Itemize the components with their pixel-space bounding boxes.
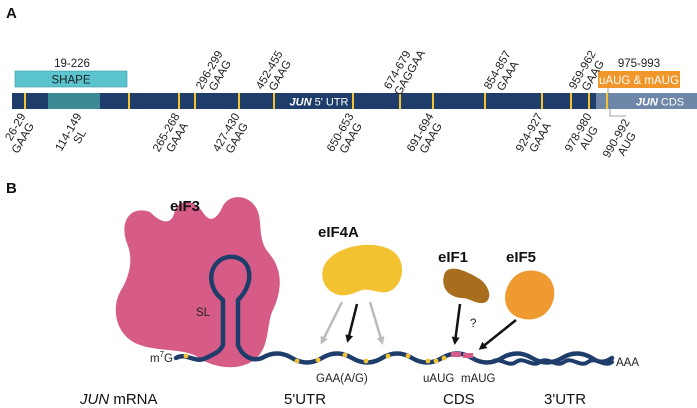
motif-tick [588,93,590,109]
site-label: 26-29GAAG [0,112,39,156]
motif-tick [273,93,275,109]
motif-dot [183,353,189,359]
eif5-label: eIF5 [506,249,536,266]
arrow-black-center [345,303,359,343]
motif-dot [405,353,411,359]
site-label: 691-694GAAG [405,111,447,160]
eif1-arrow [451,303,462,345]
motif-tick [541,93,543,109]
eif3-shape [115,197,280,368]
site-label: 924-927GAAA [514,112,556,161]
uaug-maug-box [598,71,680,88]
motif-dot [433,358,439,364]
stem-loop-region [48,93,100,109]
motif-tick [128,93,130,109]
motif-tick [178,93,180,109]
mrna-strand [173,254,615,365]
arrow-gray-left [320,301,344,345]
site-label: 650-653GAAG [325,112,367,161]
motif-tick [432,93,434,109]
uaug-maug-label: uAUG & mAUG [599,75,679,87]
site-label: 674-679GAGGAA [382,42,428,97]
eif1-shape [443,268,490,304]
eif1-label: eIF1 [438,249,468,266]
uaug-range: 975-993 [618,58,660,70]
utr-label: JUN 5' UTR [290,97,349,109]
motif-tick [238,93,240,109]
motif-dot [294,358,300,364]
motif-tick [352,93,354,109]
eif4a-label: eIF4A [318,224,359,241]
motif-dot [385,353,391,359]
poly-a-tail [490,358,614,366]
eif5-shape [505,270,555,320]
site-label: 296-299GAAG [194,49,236,98]
utr3-label: 3'UTR [544,391,586,408]
site-label: 990-992AUG [601,118,643,167]
site-label: 452-455GAAG [254,49,296,98]
motif-dot [342,352,348,358]
cap-label: m7G [150,350,173,365]
cds-bracket [607,88,626,117]
eif4a-arrows [320,301,385,345]
top-site-labels: 296-299GAAG 452-455GAAG 674-679GAGGAA 85… [194,42,607,98]
motif-tick [399,93,401,109]
utr-bar [12,93,697,109]
motif-dot [425,358,431,364]
maug-mark [463,353,473,358]
uaug-label: uAUG [423,373,454,385]
motif-tick [24,93,26,109]
question-mark: ? [470,318,476,330]
motif-dots [183,352,447,364]
motif-dot [363,358,369,364]
cds-region [596,93,697,109]
shape-box [14,70,128,88]
eif3-label: eIF3 [170,198,200,215]
cds-label: JUN CDS [636,97,684,109]
eif4a-shape [322,244,403,296]
site-label: 427-430GAAG [211,112,253,161]
panel-b-label: B [6,180,17,197]
poly-a-label: AAA [616,357,639,369]
arrow-gray-right [368,301,385,345]
shape-label: SHAPE [52,75,91,87]
site-label: 114-149SL [54,112,95,160]
site-label: 854-857GAAA [482,49,524,98]
panel-a-label: A [6,5,17,22]
motif-dot [441,355,447,361]
motif-ticks [24,93,608,109]
motif-tick [606,93,608,109]
shape-range: 19-226 [54,58,90,70]
stem-loop-label: SL [196,307,211,319]
gaa-motif-label: GAA(A/G) [316,373,368,385]
maug-label: mAUG [461,373,496,385]
site-label: 978-980AUG [563,112,605,161]
motif-tick [194,93,196,109]
motif-tick [484,93,486,109]
site-label: 265-268GAAA [151,112,193,161]
jun-mrna-label: JUN mRNA [79,391,158,408]
motif-tick [570,93,572,109]
eif5-arrow [478,319,517,350]
utr5-label: 5'UTR [284,391,326,408]
uaug-mark [451,352,461,357]
motif-dot [315,357,321,363]
cds-region-label: CDS [443,391,475,408]
bottom-site-labels: 26-29GAAG 114-149SL 265-268GAAA 427-430G… [0,111,643,167]
